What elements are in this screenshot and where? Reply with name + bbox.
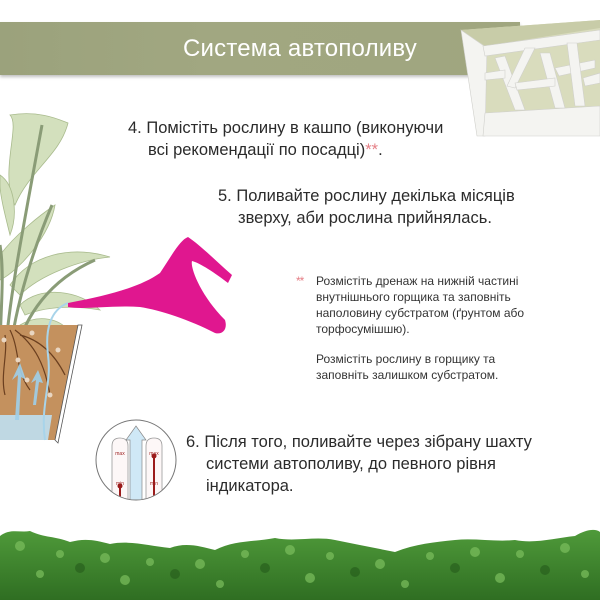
step-text-line1: Поливайте рослину декілька місяців xyxy=(236,187,515,205)
footnote-paragraph-1: Розмістіть дренаж на нижній частині внут… xyxy=(316,274,525,336)
min-label: min xyxy=(150,481,158,487)
step-text-line1: Після того, поливайте через зібрану шахт… xyxy=(204,433,532,451)
footnote-marker: ** xyxy=(365,141,379,159)
footnote: ** Розмістіть дренаж на нижній частині в… xyxy=(296,273,536,383)
page-title-text: Система автополиву xyxy=(182,35,417,62)
step-text-line3: індикатора. xyxy=(206,477,294,495)
step-number: 6. xyxy=(186,433,200,451)
step-6: 6. Після того, поливайте через зібрану ш… xyxy=(186,431,546,497)
step-text-line2: зверху, аби рослина прийнялась. xyxy=(238,209,492,227)
step-4: 4. Помістіть рослину в кашпо (виконуючи … xyxy=(128,117,458,161)
leaf-icon xyxy=(0,113,111,336)
header-bar xyxy=(0,22,520,75)
max-label: max xyxy=(149,451,159,457)
water-level-indicator-icon: max max min min xyxy=(95,419,177,501)
step-text-line2: всі рекомендації по посадці)**. xyxy=(128,139,458,161)
step-text-line2: системи автополиву, до певного рівня xyxy=(206,455,496,473)
step-number: 4. xyxy=(128,119,142,137)
page-title: Система автополиву xyxy=(0,22,600,75)
planter-image xyxy=(460,20,600,137)
step-5: 5. Поливайте рослину декілька місяців зв… xyxy=(218,185,518,229)
min-label: min xyxy=(116,481,124,487)
hedge-foliage-image xyxy=(0,529,600,600)
step-number: 5. xyxy=(218,187,232,205)
step-text-end: . xyxy=(378,141,383,159)
max-label: max xyxy=(115,451,125,457)
footnote-paragraph-2: Розмістіть рослину в горщику та заповніт… xyxy=(316,352,499,382)
step-text: всі рекомендації по посадці) xyxy=(148,141,366,159)
watering-can-icon xyxy=(68,237,232,334)
step-text-line1: Помістіть рослину в кашпо (виконуючи xyxy=(146,119,444,137)
footnote-marker: ** xyxy=(296,274,304,288)
plant-watering-illustration xyxy=(0,113,232,444)
